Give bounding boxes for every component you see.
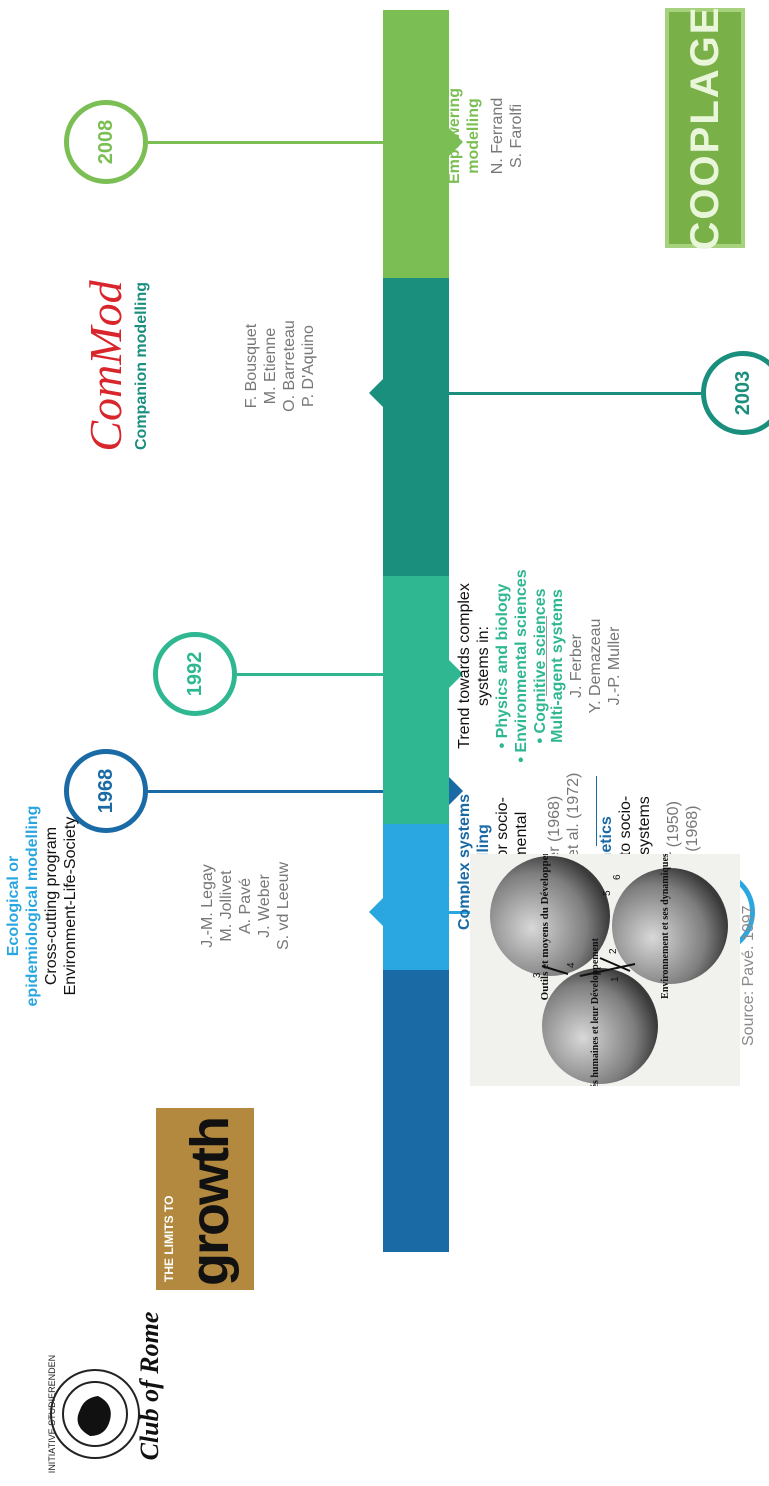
sphere-outils [490, 856, 610, 976]
sphere-environnement [612, 868, 728, 984]
bullet-environmental: • Environmental sciences [513, 569, 530, 763]
author-jollivet: M. Jollivet [218, 870, 235, 942]
connector-1968 [148, 790, 383, 793]
mas-title: Multi-agent systems [549, 589, 566, 743]
bullet-physics: • Physics and biology [494, 583, 511, 749]
club-of-rome-text: Club of Rome [135, 1312, 164, 1461]
timeline-segment-1990 [383, 824, 449, 970]
block-2003: ComMod Companion modelling [80, 246, 151, 486]
year-2003: 2003 [731, 370, 754, 416]
block-2003-authors: F. Bousquet M. Etienne O. Barreteau P. D… [242, 276, 318, 456]
author-pave: A. Pavé [237, 877, 254, 935]
arrow-label-1: 1 [610, 976, 621, 982]
block-1990: Ecological or epidemiological modelling … [4, 776, 80, 1036]
author-ferrand: N. Ferrand [489, 97, 506, 175]
pave-diagram: Outils et moyens du Développement Sociét… [470, 831, 740, 1114]
timeline-segment-1968 [383, 970, 449, 1252]
timeline-segment-2008 [383, 10, 449, 278]
label-environnement: Environnement et ses dynamiques [660, 854, 671, 999]
author-barreteau: O. Barreteau [281, 320, 298, 412]
cooplage-logo: COOPLAGE [665, 6, 745, 250]
author-weber: J. Weber [256, 874, 273, 938]
notch-2003 [369, 379, 383, 407]
year-circle-2003: 2003 [701, 351, 769, 435]
author-bousquet: F. Bousquet [243, 323, 260, 409]
commod-logo: ComMod [80, 280, 131, 452]
label-outils: Outils et moyens du Développement [539, 854, 551, 1000]
connector-1992 [237, 673, 383, 676]
block-1992-intro: Trend towards complex systems in: [456, 583, 492, 749]
arrow-label-6: 6 [612, 874, 623, 880]
year-circle-1992: 1992 [153, 632, 237, 716]
block-1992-mas: Multi-agent systems J. Ferber Y. Demazea… [548, 556, 624, 776]
timeline-segment-2003 [383, 278, 449, 576]
arrow-label-3: 3 [532, 972, 543, 978]
author-leeuw: S. vd Leeuw [275, 861, 292, 951]
limits-to-growth-logo: THE LIMITS TO growth [156, 1108, 254, 1290]
author-etienne: M. Etienne [262, 327, 279, 405]
arrow-label-4: 4 [566, 962, 577, 968]
divider-1992 [546, 616, 547, 696]
block-1990-title: Ecological or epidemiological modelling [5, 805, 41, 1007]
label-societes: Sociétés humaines et leur Développement [590, 937, 601, 1086]
year-1968: 1968 [94, 768, 117, 814]
year-1992: 1992 [183, 651, 206, 697]
notch-1990 [369, 898, 383, 926]
club-of-rome-graphic: INITIATIVE STUDIERENDEN Club of Rome [47, 1312, 164, 1474]
arrow-label-5: 5 [602, 890, 613, 896]
growth-top-text: THE LIMITS TO [162, 1195, 176, 1282]
companion-title: Companion modelling [133, 282, 150, 450]
block-1990-desc: Cross-cutting program Environment-Life-S… [43, 816, 79, 996]
author-daquino: P. D'Aquino [300, 325, 317, 407]
author-farolfi: S. Farolfi [508, 104, 525, 169]
connector-2008 [148, 141, 383, 144]
block-2008: Empowering modelling [445, 46, 483, 226]
club-of-rome-logo: INITIATIVE STUDIERENDEN Club of Rome [40, 1301, 190, 1476]
pave-spheres-graphic: Outils et moyens du Développement Sociét… [490, 831, 728, 1114]
author-muller: J.-P. Muller [606, 626, 623, 706]
author-demazeau: Y. Demazeau [587, 618, 604, 714]
empowering-title: Empowering modelling [446, 88, 482, 185]
year-2008: 2008 [94, 119, 117, 165]
source-caption: Source: Pavé. 1997 [740, 905, 757, 1046]
author-legay: J.-M. Legay [199, 864, 216, 948]
timeline-segment-1992 [383, 576, 449, 824]
sphere-societes [542, 968, 658, 1084]
block-1990-authors: J.-M. Legay M. Jollivet A. Pavé J. Weber… [198, 806, 293, 1006]
arrow-label-2: 2 [608, 948, 619, 954]
block-1992: Trend towards complex systems in: • Phys… [455, 546, 550, 786]
club-ring-text: INITIATIVE STUDIERENDEN [47, 1355, 57, 1473]
author-ferber: J. Ferber [568, 634, 585, 699]
year-circle-2008: 2008 [64, 100, 148, 184]
connector-2003 [449, 392, 701, 395]
growth-big-text: growth [180, 1118, 240, 1286]
block-2008-authors: N. Ferrand S. Farolfi [488, 76, 526, 196]
